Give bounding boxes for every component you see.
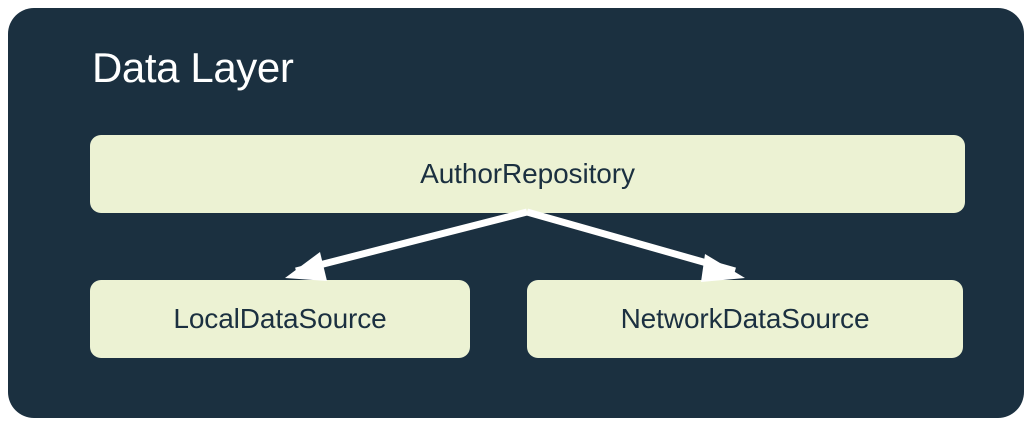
node-local-data-source-label: LocalDataSource bbox=[173, 303, 387, 334]
node-local-data-source[interactable]: LocalDataSource bbox=[90, 280, 470, 358]
node-network-data-source-label: NetworkDataSource bbox=[620, 303, 870, 334]
node-network-data-source[interactable]: NetworkDataSource bbox=[527, 280, 963, 358]
node-author-repository-label: AuthorRepository bbox=[420, 158, 635, 189]
node-author-repository[interactable]: AuthorRepository bbox=[90, 135, 965, 213]
page-title: Data Layer bbox=[92, 44, 294, 91]
